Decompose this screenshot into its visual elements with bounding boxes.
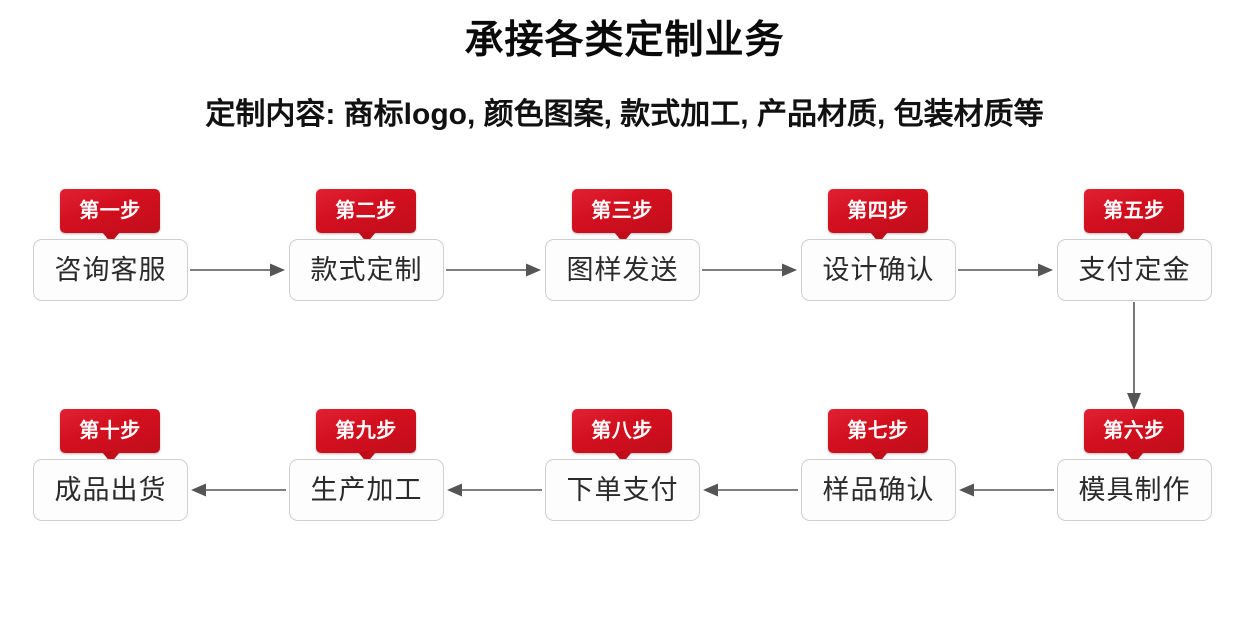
step-node-5[interactable]: 第五步 支付定金: [1057, 189, 1212, 301]
step-badge-3: 第三步: [572, 189, 672, 233]
step-box-3[interactable]: 图样发送: [545, 239, 700, 301]
step-badge-wrap-4: 第四步: [801, 189, 956, 251]
step-box-7[interactable]: 样品确认: [801, 459, 956, 521]
step-badge-label-7: 第七步: [847, 420, 909, 442]
step-node-3[interactable]: 第三步 图样发送: [545, 189, 700, 301]
connector-step5-step6: [1124, 302, 1144, 412]
step-badge-wrap-8: 第八步: [545, 409, 700, 471]
step-box-label-2: 款式定制: [310, 254, 423, 285]
step-node-10[interactable]: 第十步 成品出货: [33, 409, 188, 521]
step-badge-label-1: 第一步: [79, 200, 141, 222]
connector-step1-step2: [190, 260, 286, 280]
badge-pointer-icon-3: [614, 232, 632, 243]
step-badge-wrap-10: 第十步: [33, 409, 188, 471]
step-box-9[interactable]: 生产加工: [289, 459, 444, 521]
step-badge-9: 第九步: [316, 409, 416, 453]
step-badge-label-3: 第三步: [591, 200, 653, 222]
badge-pointer-icon-6: [1126, 452, 1144, 463]
badge-pointer-icon-10: [102, 452, 120, 463]
step-badge-wrap-1: 第一步: [33, 189, 188, 251]
step-badge-label-2: 第二步: [335, 200, 397, 222]
step-box-label-1: 咨询客服: [54, 254, 167, 285]
step-badge-10: 第十步: [60, 409, 160, 453]
step-badge-1: 第一步: [60, 189, 160, 233]
badge-pointer-icon-8: [614, 452, 632, 463]
connector-step6-step7: [958, 480, 1054, 500]
step-box-10[interactable]: 成品出货: [33, 459, 188, 521]
step-node-2[interactable]: 第二步 款式定制: [289, 189, 444, 301]
step-badge-5: 第五步: [1084, 189, 1184, 233]
step-node-4[interactable]: 第四步 设计确认: [801, 189, 956, 301]
step-box-label-5: 支付定金: [1078, 254, 1191, 285]
step-box-label-10: 成品出货: [54, 474, 167, 505]
badge-pointer-icon-5: [1126, 232, 1144, 243]
step-box-4[interactable]: 设计确认: [801, 239, 956, 301]
connector-step3-step4: [702, 260, 798, 280]
step-box-8[interactable]: 下单支付: [545, 459, 700, 521]
badge-pointer-icon-7: [870, 452, 888, 463]
step-badge-label-9: 第九步: [335, 420, 397, 442]
page-subtitle: 定制内容: 商标logo, 颜色图案, 款式加工, 产品材质, 包装材质等: [205, 98, 1044, 131]
badge-pointer-icon-9: [358, 452, 376, 463]
step-box-6[interactable]: 模具制作: [1057, 459, 1212, 521]
step-box-2[interactable]: 款式定制: [289, 239, 444, 301]
badge-pointer-icon-2: [358, 232, 376, 243]
step-badge-6: 第六步: [1084, 409, 1184, 453]
step-box-5[interactable]: 支付定金: [1057, 239, 1212, 301]
step-badge-7: 第七步: [828, 409, 928, 453]
step-badge-2: 第二步: [316, 189, 416, 233]
badge-pointer-icon-1: [102, 232, 120, 243]
step-node-8[interactable]: 第八步 下单支付: [545, 409, 700, 521]
step-badge-label-10: 第十步: [79, 420, 141, 442]
step-badge-wrap-9: 第九步: [289, 409, 444, 471]
step-node-6[interactable]: 第六步 模具制作: [1057, 409, 1212, 521]
step-badge-label-8: 第八步: [591, 420, 653, 442]
step-box-label-8: 下单支付: [566, 474, 679, 505]
page-title: 承接各类定制业务: [464, 19, 785, 62]
step-box-label-4: 设计确认: [822, 254, 935, 285]
step-badge-wrap-3: 第三步: [545, 189, 700, 251]
step-badge-wrap-6: 第六步: [1057, 409, 1212, 471]
step-badge-label-6: 第六步: [1103, 420, 1165, 442]
step-box-label-6: 模具制作: [1078, 474, 1191, 505]
step-box-label-7: 样品确认: [822, 474, 935, 505]
step-badge-wrap-7: 第七步: [801, 409, 956, 471]
connector-step8-step9: [446, 480, 542, 500]
step-node-7[interactable]: 第七步 样品确认: [801, 409, 956, 521]
step-box-label-9: 生产加工: [310, 474, 423, 505]
step-badge-4: 第四步: [828, 189, 928, 233]
step-badge-wrap-2: 第二步: [289, 189, 444, 251]
step-badge-8: 第八步: [572, 409, 672, 453]
step-node-1[interactable]: 第一步 咨询客服: [33, 189, 188, 301]
step-node-9[interactable]: 第九步 生产加工: [289, 409, 444, 521]
step-badge-label-5: 第五步: [1103, 200, 1165, 222]
connector-step9-step10: [190, 480, 286, 500]
badge-pointer-icon-4: [870, 232, 888, 243]
connector-step2-step3: [446, 260, 542, 280]
step-box-1[interactable]: 咨询客服: [33, 239, 188, 301]
connector-step4-step5: [958, 260, 1054, 280]
step-box-label-3: 图样发送: [566, 254, 679, 285]
step-badge-wrap-5: 第五步: [1057, 189, 1212, 251]
step-badge-label-4: 第四步: [847, 200, 909, 222]
connector-step7-step8: [702, 480, 798, 500]
